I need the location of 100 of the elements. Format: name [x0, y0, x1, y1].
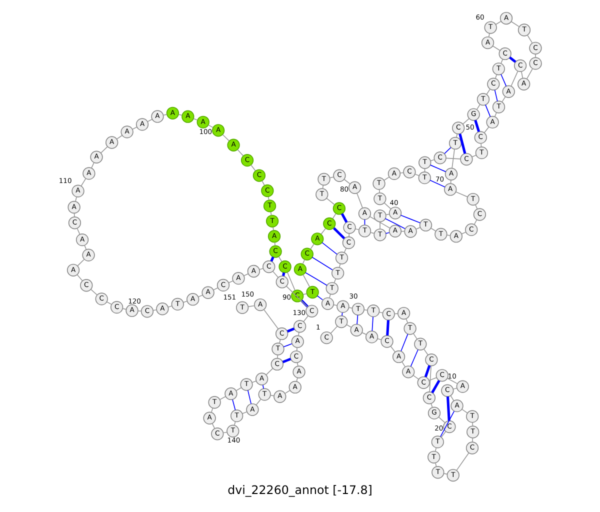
connector	[283, 342, 292, 347]
connector	[414, 173, 420, 176]
connector	[379, 311, 384, 313]
connector	[234, 420, 236, 426]
connector	[372, 316, 374, 331]
connector	[440, 430, 446, 438]
connector	[74, 212, 75, 217]
connector	[277, 354, 278, 358]
connector	[384, 202, 392, 209]
connector	[76, 228, 80, 234]
connector	[193, 118, 198, 120]
connector	[474, 119, 480, 132]
connector	[377, 338, 382, 340]
connector	[326, 197, 336, 205]
connector	[509, 56, 516, 62]
connector	[247, 389, 252, 404]
connector	[384, 176, 390, 180]
connector	[402, 360, 406, 366]
connector	[406, 318, 408, 323]
connector	[222, 134, 230, 141]
connector	[474, 219, 478, 224]
connector	[344, 247, 347, 252]
connector	[338, 263, 341, 268]
connector	[370, 232, 374, 234]
connector	[286, 327, 295, 332]
connector	[213, 286, 218, 290]
connector	[106, 301, 112, 304]
connector	[416, 226, 421, 230]
connector	[256, 398, 262, 405]
connector	[535, 54, 536, 58]
connector	[386, 320, 390, 335]
connector	[472, 437, 474, 442]
connector	[480, 142, 482, 146]
connector	[220, 396, 226, 400]
connector	[250, 164, 256, 171]
connector	[279, 338, 281, 344]
connector	[132, 126, 138, 130]
connector	[302, 258, 306, 264]
connector	[270, 256, 274, 262]
connector	[296, 346, 298, 350]
connector	[138, 310, 142, 311]
connector	[212, 422, 216, 428]
connector	[262, 180, 265, 186]
connector	[434, 447, 437, 452]
connector	[75, 196, 77, 202]
connector	[438, 416, 446, 423]
connector	[244, 272, 249, 276]
connector	[163, 114, 168, 116]
connector	[303, 292, 308, 294]
connector	[356, 314, 358, 324]
connector	[284, 389, 290, 394]
connector	[413, 332, 418, 340]
connector	[385, 232, 390, 234]
connector	[264, 308, 279, 329]
connector	[494, 112, 497, 117]
connector	[364, 308, 368, 310]
connector	[282, 357, 292, 363]
connector	[400, 214, 421, 223]
connector	[429, 364, 432, 392]
connector	[242, 410, 248, 414]
connector	[332, 212, 336, 218]
connector	[370, 216, 390, 228]
connector	[444, 472, 448, 474]
connector	[262, 384, 264, 388]
connector	[303, 315, 308, 322]
connector	[310, 243, 314, 250]
connector	[286, 271, 296, 290]
connector	[502, 96, 506, 102]
connector	[510, 20, 520, 26]
connector	[458, 133, 466, 154]
connector	[494, 74, 498, 78]
connector	[348, 232, 350, 236]
connector	[278, 256, 282, 262]
connector	[208, 124, 214, 128]
connector	[346, 324, 352, 328]
connector	[390, 345, 396, 352]
connector	[462, 118, 470, 124]
connector	[333, 304, 338, 306]
connector	[486, 88, 490, 94]
connector	[348, 306, 353, 308]
connector	[268, 196, 270, 200]
connector	[122, 308, 126, 310]
connector	[248, 304, 255, 307]
connector	[526, 68, 533, 79]
connector	[527, 34, 533, 43]
connector	[430, 158, 435, 161]
connector	[430, 179, 446, 187]
connector	[298, 332, 300, 336]
connector	[455, 190, 468, 197]
connector	[330, 325, 338, 334]
connector	[494, 89, 498, 102]
connector	[76, 274, 83, 281]
connector	[424, 364, 431, 377]
connector	[272, 270, 279, 278]
connector	[274, 242, 276, 246]
connector	[453, 387, 458, 389]
connector	[435, 462, 437, 466]
connector	[488, 32, 490, 37]
connector	[100, 146, 108, 153]
connector	[296, 376, 298, 382]
